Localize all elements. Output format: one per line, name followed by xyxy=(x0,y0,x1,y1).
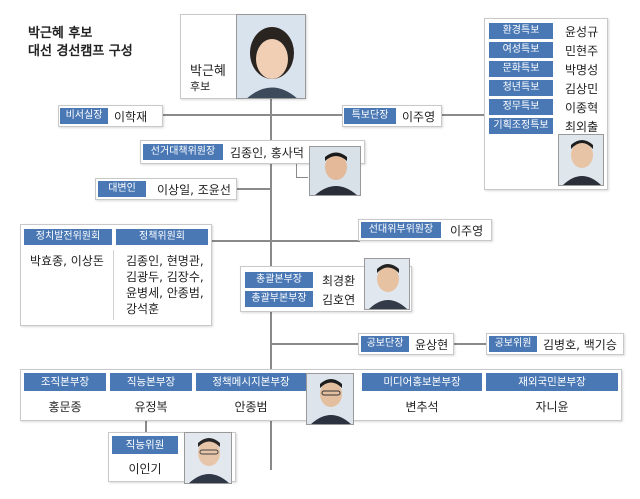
secretary-name: 이학재 xyxy=(114,110,148,124)
policy-hq-photo xyxy=(306,373,354,425)
aide-label: 여성특보 xyxy=(489,42,553,58)
general-hq-photo xyxy=(364,258,410,310)
hq-label: 정책메시지본부장 xyxy=(196,373,306,391)
hq-label: 조직본부장 xyxy=(24,373,106,391)
pr-members-name: 김병호, 백기승 xyxy=(543,338,617,352)
committee-arrow-line xyxy=(296,162,297,178)
aide-label: 기획조정특보 xyxy=(489,118,553,134)
election-committee-label: 선거대책위원장 xyxy=(143,144,223,160)
hq-name: 변추석 xyxy=(405,400,439,414)
diagram-title: 박근혜 후보 xyxy=(28,26,93,41)
hq-name: 자니윤 xyxy=(535,400,569,414)
aide-name: 이종혁 xyxy=(565,101,599,115)
candidate-name: 박근혜 xyxy=(190,64,226,79)
person-icon xyxy=(185,433,231,483)
hq-label: 미디어홍보본부장 xyxy=(362,373,482,391)
committee-arrow-line-h xyxy=(296,177,308,178)
pr-members-line xyxy=(452,343,488,345)
occupation-member-name: 이인기 xyxy=(128,462,162,476)
pr-team-label: 공보단장 xyxy=(361,336,409,352)
hq-name: 홍문종 xyxy=(48,400,82,414)
committee-divider xyxy=(113,250,114,320)
aide-name: 윤성규 xyxy=(565,25,599,39)
spokesperson-label: 대변인 xyxy=(98,181,146,197)
secretary-branch-line xyxy=(145,114,345,116)
aide-name: 박명성 xyxy=(565,63,599,77)
aide-name: 최외출 xyxy=(565,120,599,134)
policy-committee-label: 정책위원회 xyxy=(116,229,208,245)
secretary-label: 비서실장 xyxy=(60,108,108,124)
hq-name: 안종범 xyxy=(234,400,268,414)
policy-member-line: 김종인, 현명관, xyxy=(126,254,204,268)
political-dev-label: 정치발전위원회 xyxy=(24,229,112,245)
aide-photo xyxy=(558,134,604,186)
aide-name: 민현주 xyxy=(565,44,599,58)
aide-name: 김상민 xyxy=(565,82,599,96)
pr-members-label: 공보위원 xyxy=(489,336,537,352)
candidate-photo xyxy=(236,14,306,99)
diagram-subtitle: 대선 경선캠프 구성 xyxy=(28,44,133,59)
occupation-member-label: 직능위원 xyxy=(112,436,178,454)
general-hq-label: 총괄본부장 xyxy=(245,272,313,288)
spokesperson-name: 이상일, 조윤선 xyxy=(157,183,231,197)
hq-label: 직능본부장 xyxy=(110,373,192,391)
spokesperson-branch-line xyxy=(230,188,270,190)
trunk-end xyxy=(270,468,272,469)
hq-label: 재외국민본부장 xyxy=(486,373,618,391)
general-vice-hq-name: 김호연 xyxy=(322,293,356,307)
election-committee-photo xyxy=(309,146,361,196)
aide-label: 환경특보 xyxy=(489,23,553,39)
candidate-role: 후보 xyxy=(190,80,211,93)
election-committee-name: 김종인, 홍사덕 xyxy=(230,146,304,160)
general-hq-name: 최경환 xyxy=(322,274,356,288)
aide-label: 정무특보 xyxy=(489,99,553,115)
special-aide-label: 특보단장 xyxy=(344,108,396,124)
political-dev-name: 박효종, 이상돈 xyxy=(30,254,104,268)
person-icon xyxy=(365,259,409,309)
pr-branch-line xyxy=(270,343,360,345)
policy-member-line: 윤병세, 안종범, xyxy=(126,286,204,300)
policy-member-line: 김광두, 김장수, xyxy=(126,270,204,284)
policy-member-line: 강석훈 xyxy=(126,302,160,316)
occupation-member-photo xyxy=(184,432,232,484)
vice-chair-label: 선대위부위원장 xyxy=(361,222,441,238)
aide-branch-line xyxy=(430,114,486,116)
general-vice-hq-label: 총괄부본부장 xyxy=(245,291,313,307)
vice-chair-name: 이주영 xyxy=(450,224,484,238)
person-icon xyxy=(307,374,353,424)
person-icon xyxy=(559,135,603,185)
occupation-branch-line xyxy=(145,420,147,442)
special-aide-name: 이주영 xyxy=(402,110,436,124)
person-icon xyxy=(237,15,305,98)
committee-branch-line xyxy=(210,240,360,242)
hq-name: 유정복 xyxy=(134,400,168,414)
pr-team-name: 윤상현 xyxy=(415,338,449,352)
aide-label: 청년특보 xyxy=(489,80,553,96)
person-icon xyxy=(310,147,360,195)
aide-label: 문화특보 xyxy=(489,61,553,77)
